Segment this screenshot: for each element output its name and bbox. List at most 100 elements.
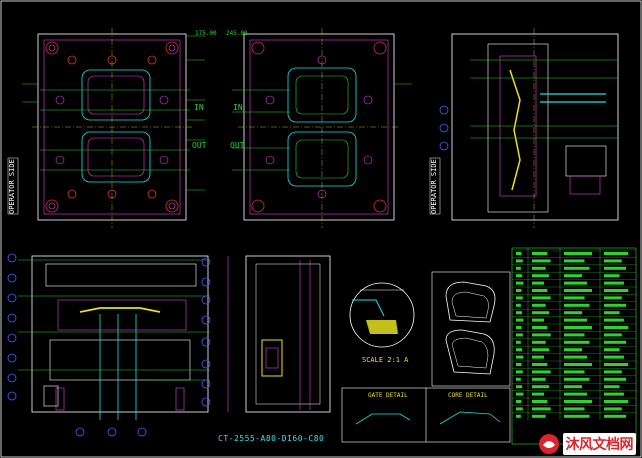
- view-side-section: [429, 28, 619, 228]
- bom-cell-text: [604, 326, 629, 329]
- bom-cell-text: [564, 296, 585, 300]
- bom-cell-text: [604, 303, 627, 307]
- bom-cell-text: [604, 392, 624, 396]
- bom-cell-text: [532, 355, 544, 359]
- label-out-1: OUT: [192, 141, 207, 150]
- bom-cell-text: [564, 363, 592, 366]
- bom-cell-text: [516, 333, 523, 337]
- bom-cell-text: [516, 377, 521, 381]
- bom-cell-text: [532, 400, 548, 403]
- bom-cell-text: [604, 318, 624, 322]
- bom-cell-text: [516, 296, 523, 300]
- bom-cell-text: [564, 326, 592, 329]
- bom-cell-text: [516, 274, 523, 278]
- bom-cell-text: [532, 348, 549, 352]
- view-product-isometric: [431, 271, 511, 387]
- bom-cell-text: [532, 318, 544, 322]
- watermark-text: 沐风文档网: [562, 433, 636, 455]
- label-in-1: IN: [194, 103, 204, 112]
- bom-cell-text: [532, 333, 551, 337]
- label-in-2: IN: [233, 103, 243, 112]
- bom-cell-text: [532, 407, 551, 411]
- label-gate-detail: GATE DETAIL: [368, 392, 408, 399]
- bom-cell-text: [516, 363, 522, 366]
- bom-cell-text: [532, 385, 549, 389]
- bom-cell-text: [532, 252, 548, 255]
- bom-cell-text: [564, 400, 592, 403]
- bom-cell-text: [532, 289, 548, 292]
- bom-cell-text: [516, 318, 524, 322]
- bom-cell-text: [564, 385, 582, 389]
- bom-cell-text: [532, 281, 544, 285]
- bom-cell-text: [604, 355, 624, 359]
- bom-cell-text: [516, 392, 524, 396]
- bom-cell-text: [564, 252, 592, 255]
- drawing-number: CT-2555-A80-DI60-C80: [218, 434, 325, 443]
- bom-cell-text: [516, 400, 522, 403]
- bom-cell-text: [516, 407, 523, 411]
- bom-cell-text: [516, 281, 524, 285]
- bom-cell-text: [604, 377, 627, 381]
- bom-cell-text: [532, 363, 548, 366]
- bom-cell-text: [604, 407, 622, 411]
- bom-cell-text: [532, 340, 546, 344]
- bom-table: [511, 247, 637, 445]
- bom-cell-text: [604, 252, 629, 255]
- view-top-plate-1: [7, 28, 205, 228]
- bom-cell-text: [604, 296, 622, 300]
- bom-cell-text: [604, 333, 622, 337]
- bom-cell-text: [532, 259, 551, 263]
- bom-cell-text: [532, 392, 544, 396]
- bom-cell-text: [516, 385, 523, 389]
- bom-cell-text: [516, 326, 522, 329]
- view-main-section: [7, 253, 211, 437]
- bom-cell-text: [516, 303, 521, 307]
- bom-cell-text: [516, 340, 521, 344]
- bom-cell-text: [532, 326, 548, 329]
- bom-cell-text: [516, 266, 521, 270]
- watermark: 沐风文档网: [538, 433, 636, 455]
- bom-cell-text: [604, 266, 627, 270]
- bom-cell-text: [604, 400, 629, 403]
- label-scale: SCALE 2:1 A: [362, 356, 409, 364]
- label-core-detail: CORE DETAIL: [448, 392, 488, 399]
- bom-cell-text: [564, 414, 590, 418]
- bom-cell-text: [604, 259, 622, 263]
- bom-cell-text: [604, 340, 627, 344]
- bom-cell-text: [564, 355, 587, 359]
- bom-cell-text: [564, 318, 587, 322]
- detail-boxes: [341, 387, 511, 443]
- label-operator-side-2: OPERATOR SIDE: [430, 159, 438, 214]
- bom-cell-text: [532, 414, 546, 418]
- watermark-logo-icon: [538, 434, 559, 454]
- bom-cell-text: [564, 281, 587, 285]
- label-operator-side-1: OPERATOR SIDE: [8, 159, 16, 214]
- bom-cell-text: [532, 274, 549, 278]
- view-narrow-section: [227, 255, 331, 413]
- view-gate-detail-circle: [349, 282, 415, 348]
- bom-cell-text: [604, 281, 624, 285]
- bom-cell-text: [564, 333, 585, 337]
- bom-cell-text: [532, 303, 546, 307]
- label-out-2: OUT: [230, 141, 245, 150]
- bom-cell-text: [564, 266, 590, 270]
- bom-cell-text: [564, 407, 585, 411]
- bom-cell-text: [516, 289, 522, 292]
- bom-cell-text: [604, 274, 620, 278]
- bom-cell-text: [564, 303, 590, 307]
- bom-cell-text: [564, 370, 585, 374]
- bom-cell-text: [564, 340, 590, 344]
- bom-cell-text: [604, 289, 629, 292]
- dimension-c: 245.00: [226, 30, 248, 37]
- bom-cell-text: [604, 414, 627, 418]
- bom-cell-text: [604, 311, 620, 315]
- bom-cell-text: [516, 370, 523, 374]
- bom-cell-text: [532, 311, 549, 315]
- bom-cell-text: [532, 377, 546, 381]
- dimension-b: 175.00: [195, 30, 217, 37]
- bom-cell-text: [564, 259, 585, 263]
- bom-cell-text: [564, 311, 582, 315]
- bom-cell-text: [564, 289, 592, 292]
